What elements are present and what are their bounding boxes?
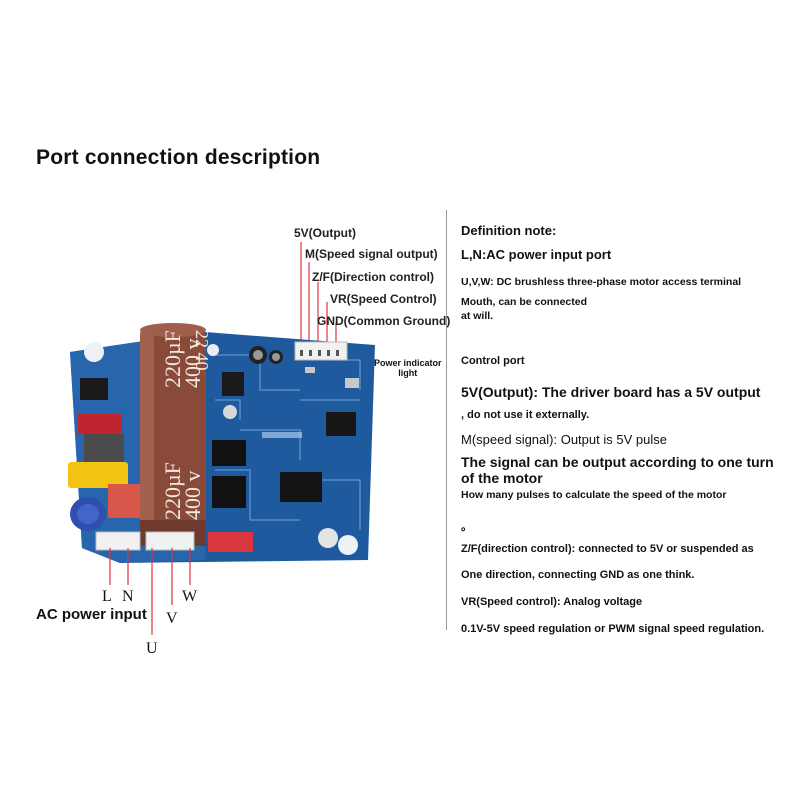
mosfet bbox=[212, 440, 246, 466]
capacitor-markings: 22 40 220µF 400 v 220µF 400 v bbox=[160, 330, 212, 520]
note-uvw-1: U,V,W: DC brushless three-phase motor ac… bbox=[461, 276, 742, 288]
terminal-w-label: W bbox=[182, 588, 198, 605]
note-zf-1: Z/F(direction control): connected to 5V … bbox=[461, 543, 754, 555]
note-5v-1: 5V(Output): The driver board has a 5V ou… bbox=[461, 384, 761, 400]
mcu-chip bbox=[326, 412, 356, 436]
ac-power-input-label: AC power input bbox=[36, 606, 147, 623]
driver-board-illustration: 22 40 220µF 400 v 220µF 400 v L N U V W bbox=[68, 242, 375, 655]
terminal-lead-lines bbox=[109, 548, 191, 635]
power-indicator-line1: Power indicator bbox=[374, 358, 442, 368]
capacitor-top-digits: 22 40 bbox=[192, 330, 212, 371]
note-ln: L,N:AC power input port bbox=[461, 247, 612, 262]
note-circle: 。 bbox=[461, 521, 472, 533]
note-m-1: M(speed signal): Output is 5V pulse bbox=[461, 432, 667, 447]
electrolytic-capacitor bbox=[140, 323, 206, 546]
note-m-4: How many pulses to calculate the speed o… bbox=[461, 489, 727, 501]
label-speed-control: VR(Speed Control) bbox=[330, 292, 437, 306]
section-divider bbox=[446, 210, 447, 630]
note-uvw-3: at will. bbox=[461, 310, 494, 322]
note-uvw-2: Mouth, can be connected bbox=[461, 296, 588, 308]
terminal-n-label: N bbox=[122, 588, 134, 605]
capacitor-voltage-lower: 400 v bbox=[180, 471, 205, 521]
notes-heading: Definition note: bbox=[461, 223, 557, 238]
terminal-u-label: U bbox=[146, 640, 158, 655]
pcb-traces bbox=[210, 354, 361, 530]
ac-input-connector bbox=[95, 531, 141, 551]
mount-hole bbox=[84, 342, 104, 362]
mount-hole bbox=[338, 535, 358, 555]
label-common-ground: GND(Common Ground) bbox=[317, 314, 451, 328]
resistor-block bbox=[208, 532, 253, 552]
note-vr-1: VR(Speed control): Analog voltage bbox=[461, 596, 643, 608]
capacitor-value-upper: 220µF bbox=[160, 330, 185, 388]
note-zf-2: One direction, connecting GND as one thi… bbox=[461, 569, 695, 581]
power-indicator-label: Power indicator light bbox=[374, 358, 442, 378]
fuse bbox=[78, 414, 122, 434]
label-5v-output: 5V(Output) bbox=[294, 226, 356, 240]
capacitor-value-lower: 220µF bbox=[160, 462, 185, 520]
note-5v-2: , do not use it externally. bbox=[461, 409, 590, 421]
note-control-port: Control port bbox=[461, 355, 525, 367]
capacitor-voltage-upper: 400 v bbox=[180, 339, 205, 389]
terminal-v-label: V bbox=[166, 610, 178, 627]
film-capacitor bbox=[68, 462, 128, 488]
label-speed-signal: M(Speed signal output) bbox=[305, 247, 438, 261]
note-vr-2: 0.1V-5V speed regulation or PWM signal s… bbox=[461, 623, 765, 635]
driver-ic bbox=[280, 472, 322, 502]
note-m-3: of the motor bbox=[461, 470, 543, 486]
bridge-rectifier bbox=[80, 378, 108, 400]
page-title: Port connection description bbox=[36, 146, 321, 169]
terminal-l-label: L bbox=[102, 588, 112, 605]
label-direction-control: Z/F(Direction control) bbox=[312, 270, 434, 284]
note-m-2: The signal can be output according to on… bbox=[461, 454, 774, 470]
motor-output-connector bbox=[145, 531, 195, 551]
power-indicator-line2: light bbox=[398, 368, 418, 378]
